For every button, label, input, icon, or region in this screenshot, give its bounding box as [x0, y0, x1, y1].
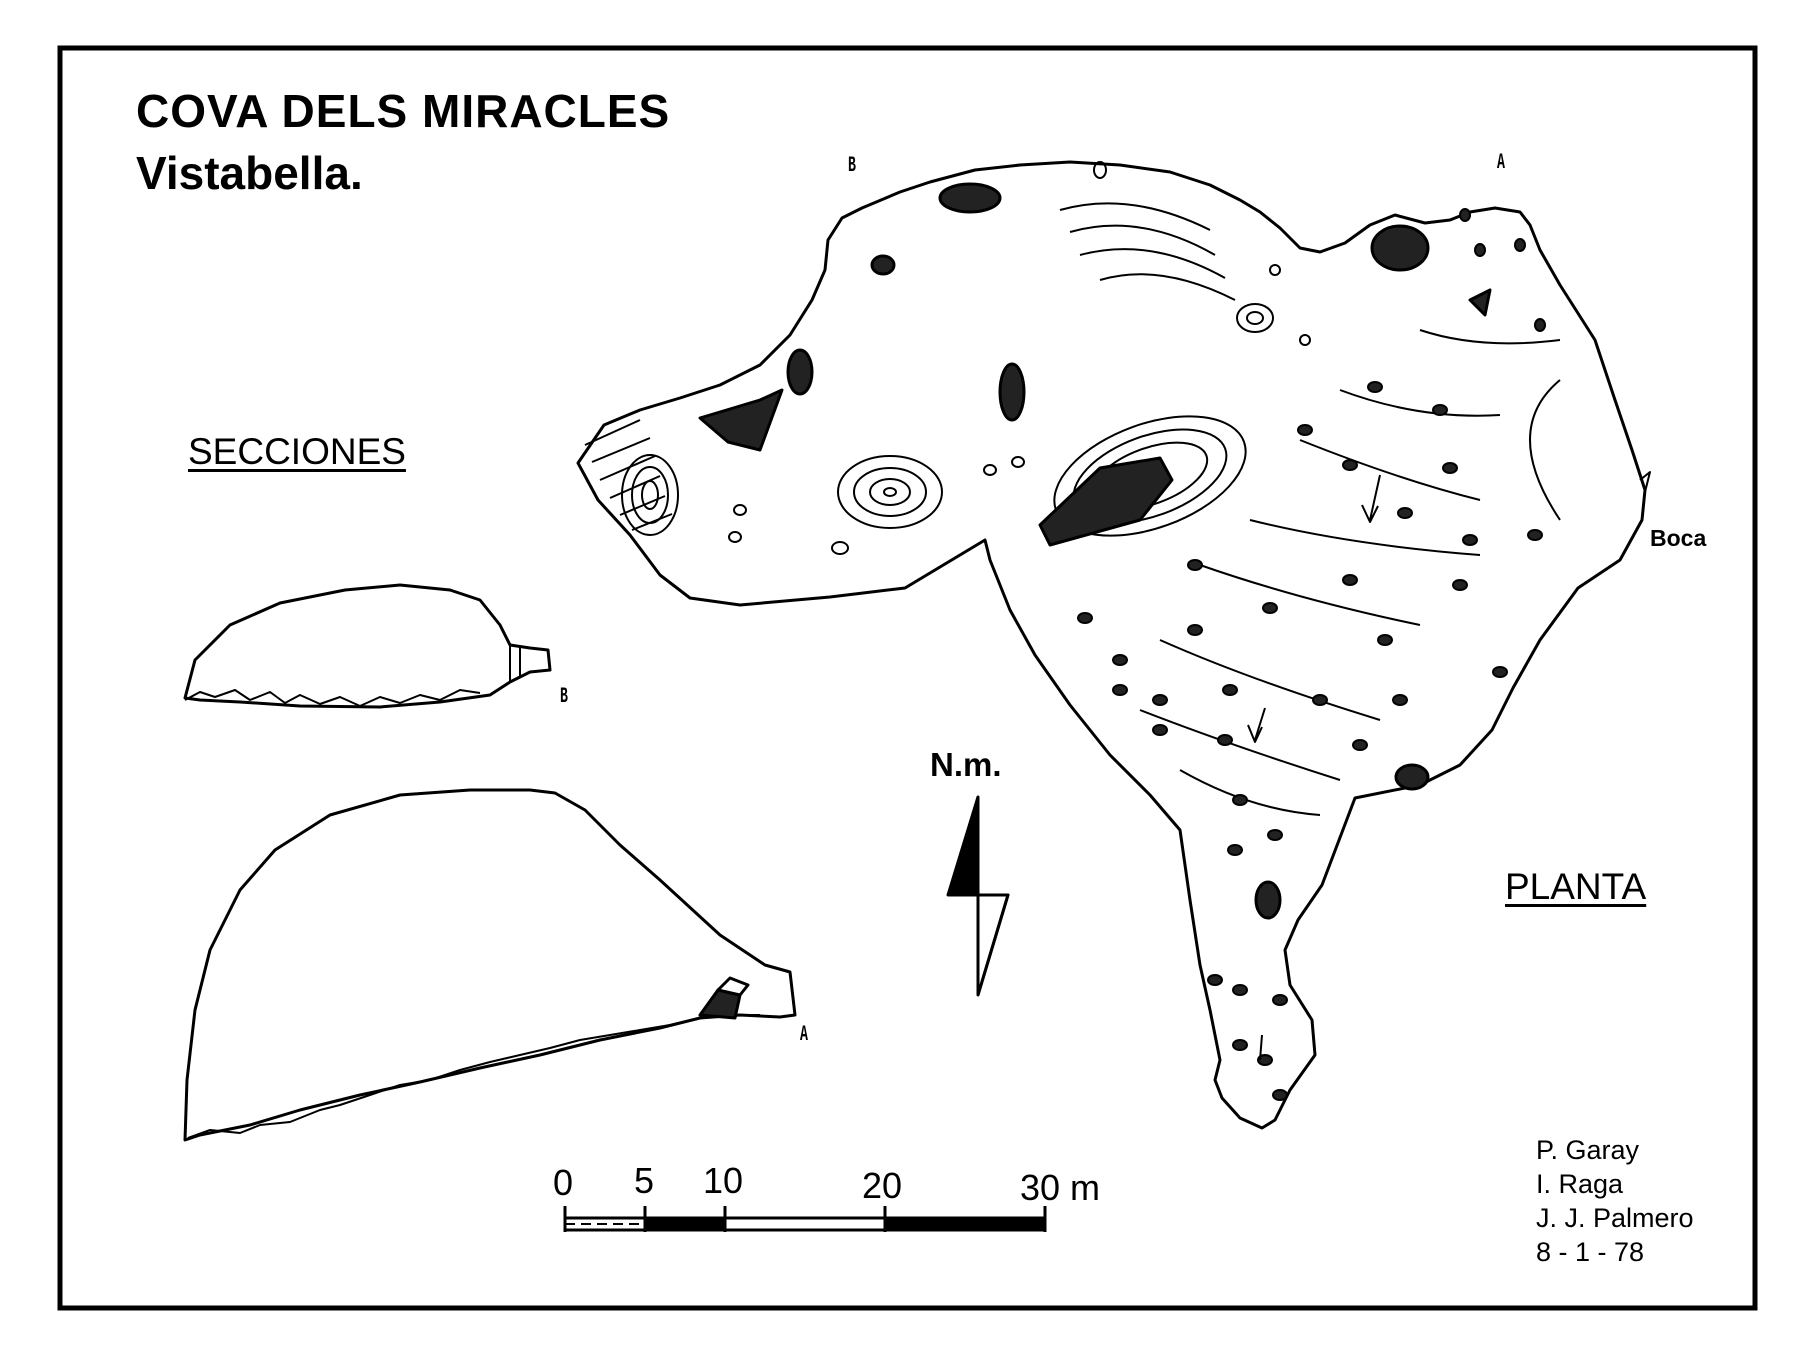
scale-tick-10: 10: [703, 1160, 744, 1201]
pebbles: [728, 161, 1546, 1101]
plan-marker-a: A: [1497, 150, 1505, 175]
label-boca: Boca: [1650, 525, 1707, 551]
credit-line: I. Raga: [1536, 1169, 1624, 1199]
scale-tick-5: 5: [634, 1160, 655, 1201]
label-secciones: SECCIONES: [188, 431, 406, 472]
section-b-label: B: [560, 684, 568, 709]
label-planta: PLANTA: [1505, 866, 1647, 907]
credits: P. Garay I. Raga J. J. Palmero 8 - 1 - 7…: [1536, 1133, 1694, 1269]
scale-tick-30: 30 m: [1020, 1167, 1101, 1208]
plan-outline: [576, 160, 1647, 1130]
credit-line: P. Garay: [1536, 1135, 1640, 1165]
plan-marker-b: B: [848, 153, 856, 178]
section-b: [183, 583, 552, 709]
credit-date: 8 - 1 - 78: [1536, 1237, 1645, 1267]
section-a: [183, 788, 797, 1142]
cave-plan: [576, 160, 1651, 1130]
scale-tick-0: 0: [553, 1162, 574, 1203]
map-title: COVA DELS MIRACLES: [136, 85, 671, 137]
credit-line: J. J. Palmero: [1536, 1203, 1694, 1233]
label-north: N.m.: [930, 746, 1002, 783]
west-hatch: [584, 419, 673, 531]
north-arrow: [946, 795, 1010, 997]
map-subtitle: Vistabella.: [136, 147, 363, 199]
section-a-label: A: [800, 1022, 808, 1047]
scale-bar: [563, 1206, 1047, 1232]
map-frame: [57, 45, 1758, 1311]
scale-tick-20: 20: [862, 1165, 903, 1206]
